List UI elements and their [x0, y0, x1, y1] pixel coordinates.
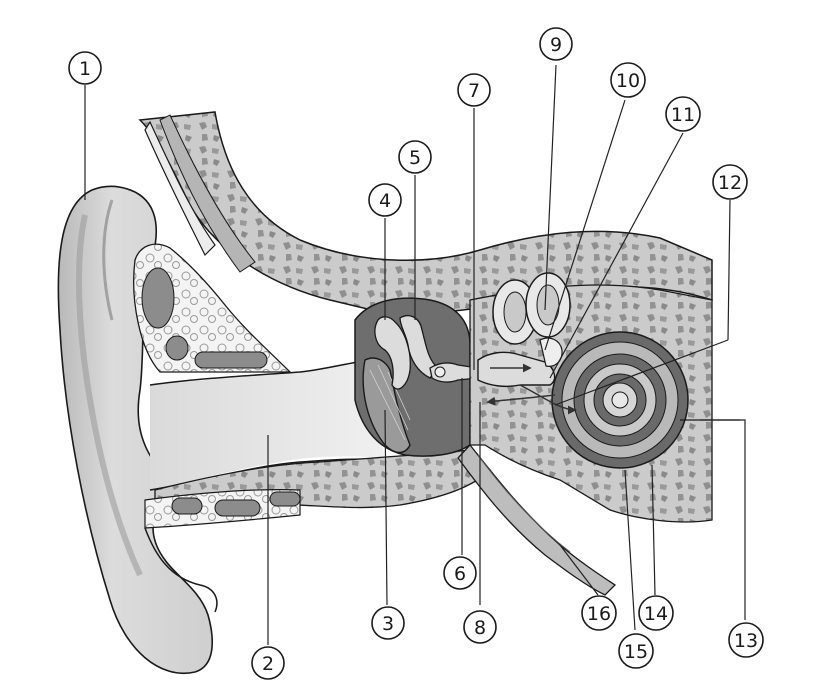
callout-14-label: 14	[644, 603, 668, 625]
tympanic-membrane	[362, 357, 411, 454]
callout-7: 7	[457, 73, 491, 107]
callout-12: 12	[712, 164, 748, 200]
eustachian-tube	[457, 444, 617, 596]
callout-1: 1	[68, 51, 102, 85]
cartilage-upper	[133, 243, 292, 373]
callout-9-label: 9	[550, 34, 562, 56]
callout-10-label: 10	[616, 70, 640, 92]
callout-3: 3	[371, 606, 405, 640]
callout-11-label: 11	[671, 104, 695, 126]
semicircular-canals	[492, 272, 571, 345]
callout-2-label: 2	[262, 653, 274, 675]
callouts: 1 2 3 4 5 6 7 8	[68, 27, 764, 680]
callout-9: 9	[539, 27, 573, 61]
callout-5-label: 5	[409, 147, 421, 169]
callout-4-label: 4	[379, 190, 391, 212]
callout-8: 8	[463, 610, 497, 644]
callout-16: 16	[581, 595, 617, 631]
leader-lines	[84, 64, 746, 645]
callout-4: 4	[368, 183, 402, 217]
callout-12-label: 12	[718, 172, 742, 194]
callout-6: 6	[443, 556, 477, 590]
callout-11: 11	[665, 96, 701, 132]
ossicles	[374, 315, 479, 390]
callout-7-label: 7	[468, 80, 480, 102]
callout-14: 14	[638, 595, 674, 631]
callout-8-label: 8	[474, 617, 486, 639]
temporal-bone-upper	[138, 111, 713, 314]
callout-15: 15	[618, 633, 654, 669]
cochlea	[486, 331, 689, 469]
temporal-bone-lower	[144, 449, 491, 613]
vestibule	[477, 337, 563, 388]
callout-6-label: 6	[454, 563, 466, 585]
callout-10: 10	[610, 62, 646, 98]
callout-3-label: 3	[382, 613, 394, 635]
callout-16-label: 16	[587, 603, 611, 625]
callout-13-label: 13	[734, 630, 758, 652]
callout-13: 13	[728, 622, 764, 658]
callout-2: 2	[251, 646, 285, 680]
callout-5: 5	[398, 140, 432, 174]
callout-1-label: 1	[79, 58, 91, 80]
callout-15-label: 15	[624, 641, 648, 663]
